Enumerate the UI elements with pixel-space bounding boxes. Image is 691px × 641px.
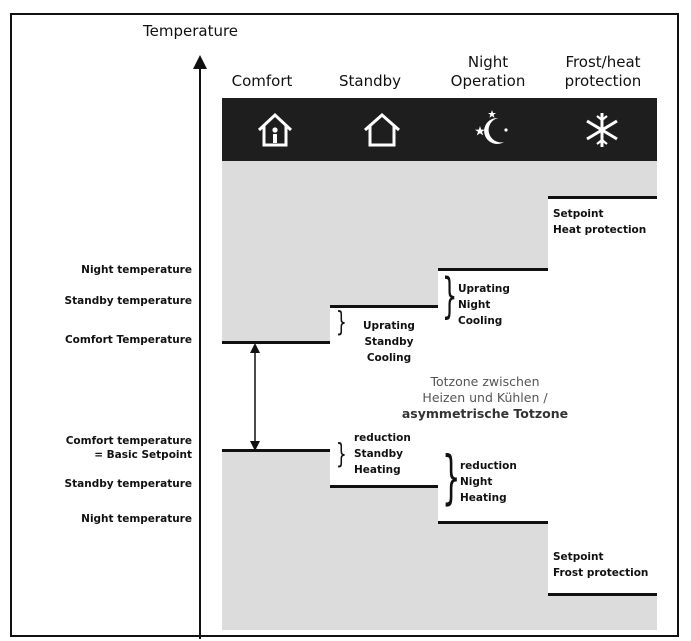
lower-zone-standby: [330, 486, 438, 630]
brace-reduction-night: }: [442, 443, 461, 511]
lower-zone-frost-protection: [548, 594, 657, 630]
lower-zone-night: [438, 522, 548, 630]
comfort-lower-line: [222, 449, 330, 452]
house-icon: [327, 98, 437, 161]
brace-uprating-night: }: [442, 268, 458, 324]
upper-zone-heat-protection: [548, 161, 657, 197]
ylabel-comfort-lower: Comfort temperature = Basic Setpoint: [65, 435, 192, 461]
snowflake-icon: [547, 98, 657, 161]
house-person-icon: [222, 98, 327, 161]
axis-title: Temperature: [143, 22, 239, 40]
standby-lower-line: [330, 485, 438, 488]
deadzone-caption-bold: asymmetrische Totzone: [401, 406, 569, 421]
night-upper-line: [438, 268, 548, 271]
ylabel-night-lower: Night temperature: [81, 513, 192, 525]
ylabel-standby-lower: Standby temperature: [64, 478, 192, 490]
ylabel-comfort-upper: Comfort Temperature: [64, 334, 192, 346]
ylabel-standby-upper: Standby temperature: [64, 295, 192, 307]
mode-standby-label: Standby: [338, 72, 402, 90]
frost-protection-line: [548, 593, 657, 596]
mode-icon-bar: [222, 98, 657, 161]
brace-uprating-standby: }: [336, 305, 347, 338]
temperature-axis: [193, 55, 207, 639]
mode-frost-heat-label: Frost/heat protection: [564, 53, 642, 90]
mode-comfort-label: Comfort: [231, 72, 293, 90]
upper-zone-night: [438, 161, 548, 269]
ylabel-night-upper: Night temperature: [81, 264, 192, 276]
lower-zone-comfort: [222, 450, 330, 630]
standby-upper-line: [330, 305, 438, 308]
comfort-upper-line: [222, 341, 330, 344]
moon-stars-icon: [437, 98, 547, 161]
deadzone-caption: Totzone zwischen Heizen und Kühlen /: [422, 374, 548, 405]
upper-zone-standby: [330, 161, 438, 306]
note-reduction-night: reduction Night Heating: [460, 460, 517, 504]
note-reduction-standby: reduction Standby Heating: [354, 432, 411, 476]
upper-zone-comfort: [222, 161, 330, 342]
night-lower-line: [438, 521, 548, 524]
mode-night-label: Night Operation: [450, 53, 526, 90]
brace-reduction-standby: }: [336, 437, 347, 470]
note-uprating-standby: Uprating Standby Cooling: [363, 320, 415, 364]
heat-protection-line: [548, 196, 657, 199]
note-heat-protection: Setpoint Heat protection: [553, 208, 647, 236]
deadzone-double-arrow: [250, 343, 260, 451]
note-frost-protection: Setpoint Frost protection: [553, 551, 649, 579]
note-uprating-night: Uprating Night Cooling: [458, 283, 510, 327]
